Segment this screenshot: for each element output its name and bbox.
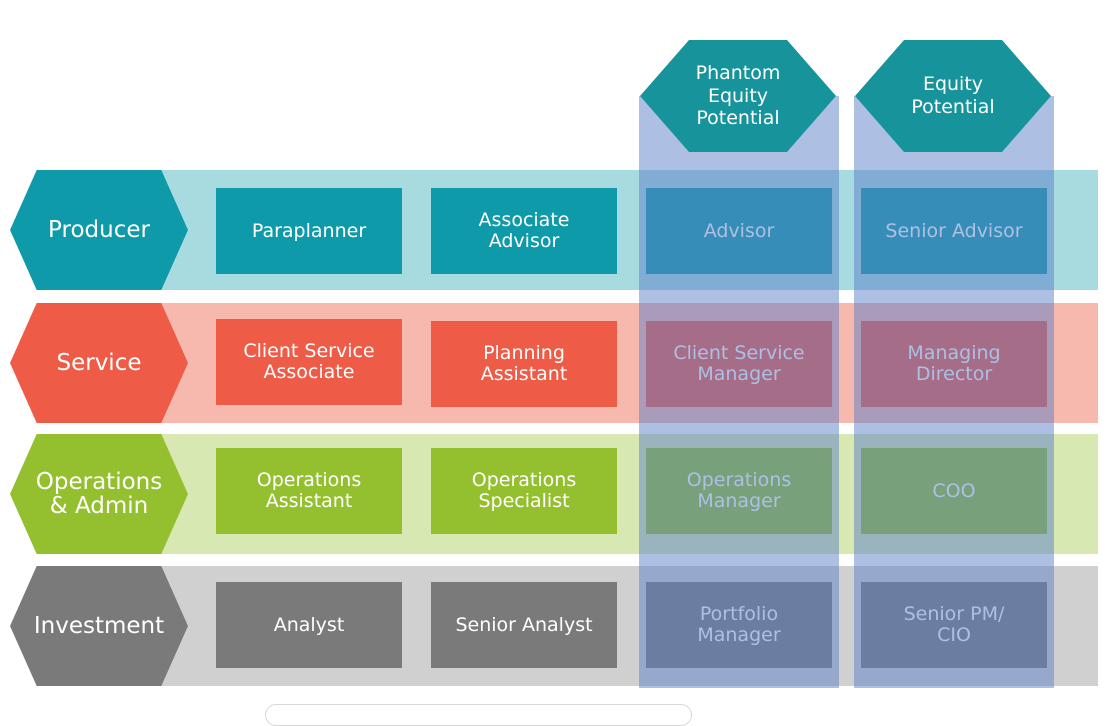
phantom-equity-header: Phantom Equity Potential bbox=[640, 40, 836, 152]
role-paraplanner: Paraplanner bbox=[216, 188, 402, 274]
producer-label: Producer bbox=[10, 170, 188, 290]
role-analyst: Analyst bbox=[216, 582, 402, 668]
investment-label: Investment bbox=[10, 566, 188, 686]
role-planning-assistant: Planning Assistant bbox=[431, 321, 617, 407]
service-label: Service bbox=[10, 303, 188, 423]
phantom-equity-column bbox=[639, 96, 839, 688]
equity-potential-header: Equity Potential bbox=[855, 40, 1051, 152]
role-operations-specialist: Operations Specialist bbox=[431, 448, 617, 534]
role-associate-advisor: Associate Advisor bbox=[431, 188, 617, 274]
equity-column bbox=[854, 96, 1054, 688]
legend-frame bbox=[265, 704, 692, 726]
operations-label: Operations & Admin bbox=[10, 434, 188, 554]
role-senior-analyst: Senior Analyst bbox=[431, 582, 617, 668]
role-operations-assistant: Operations Assistant bbox=[216, 448, 402, 534]
role-client-service-associate: Client Service Associate bbox=[216, 319, 402, 405]
